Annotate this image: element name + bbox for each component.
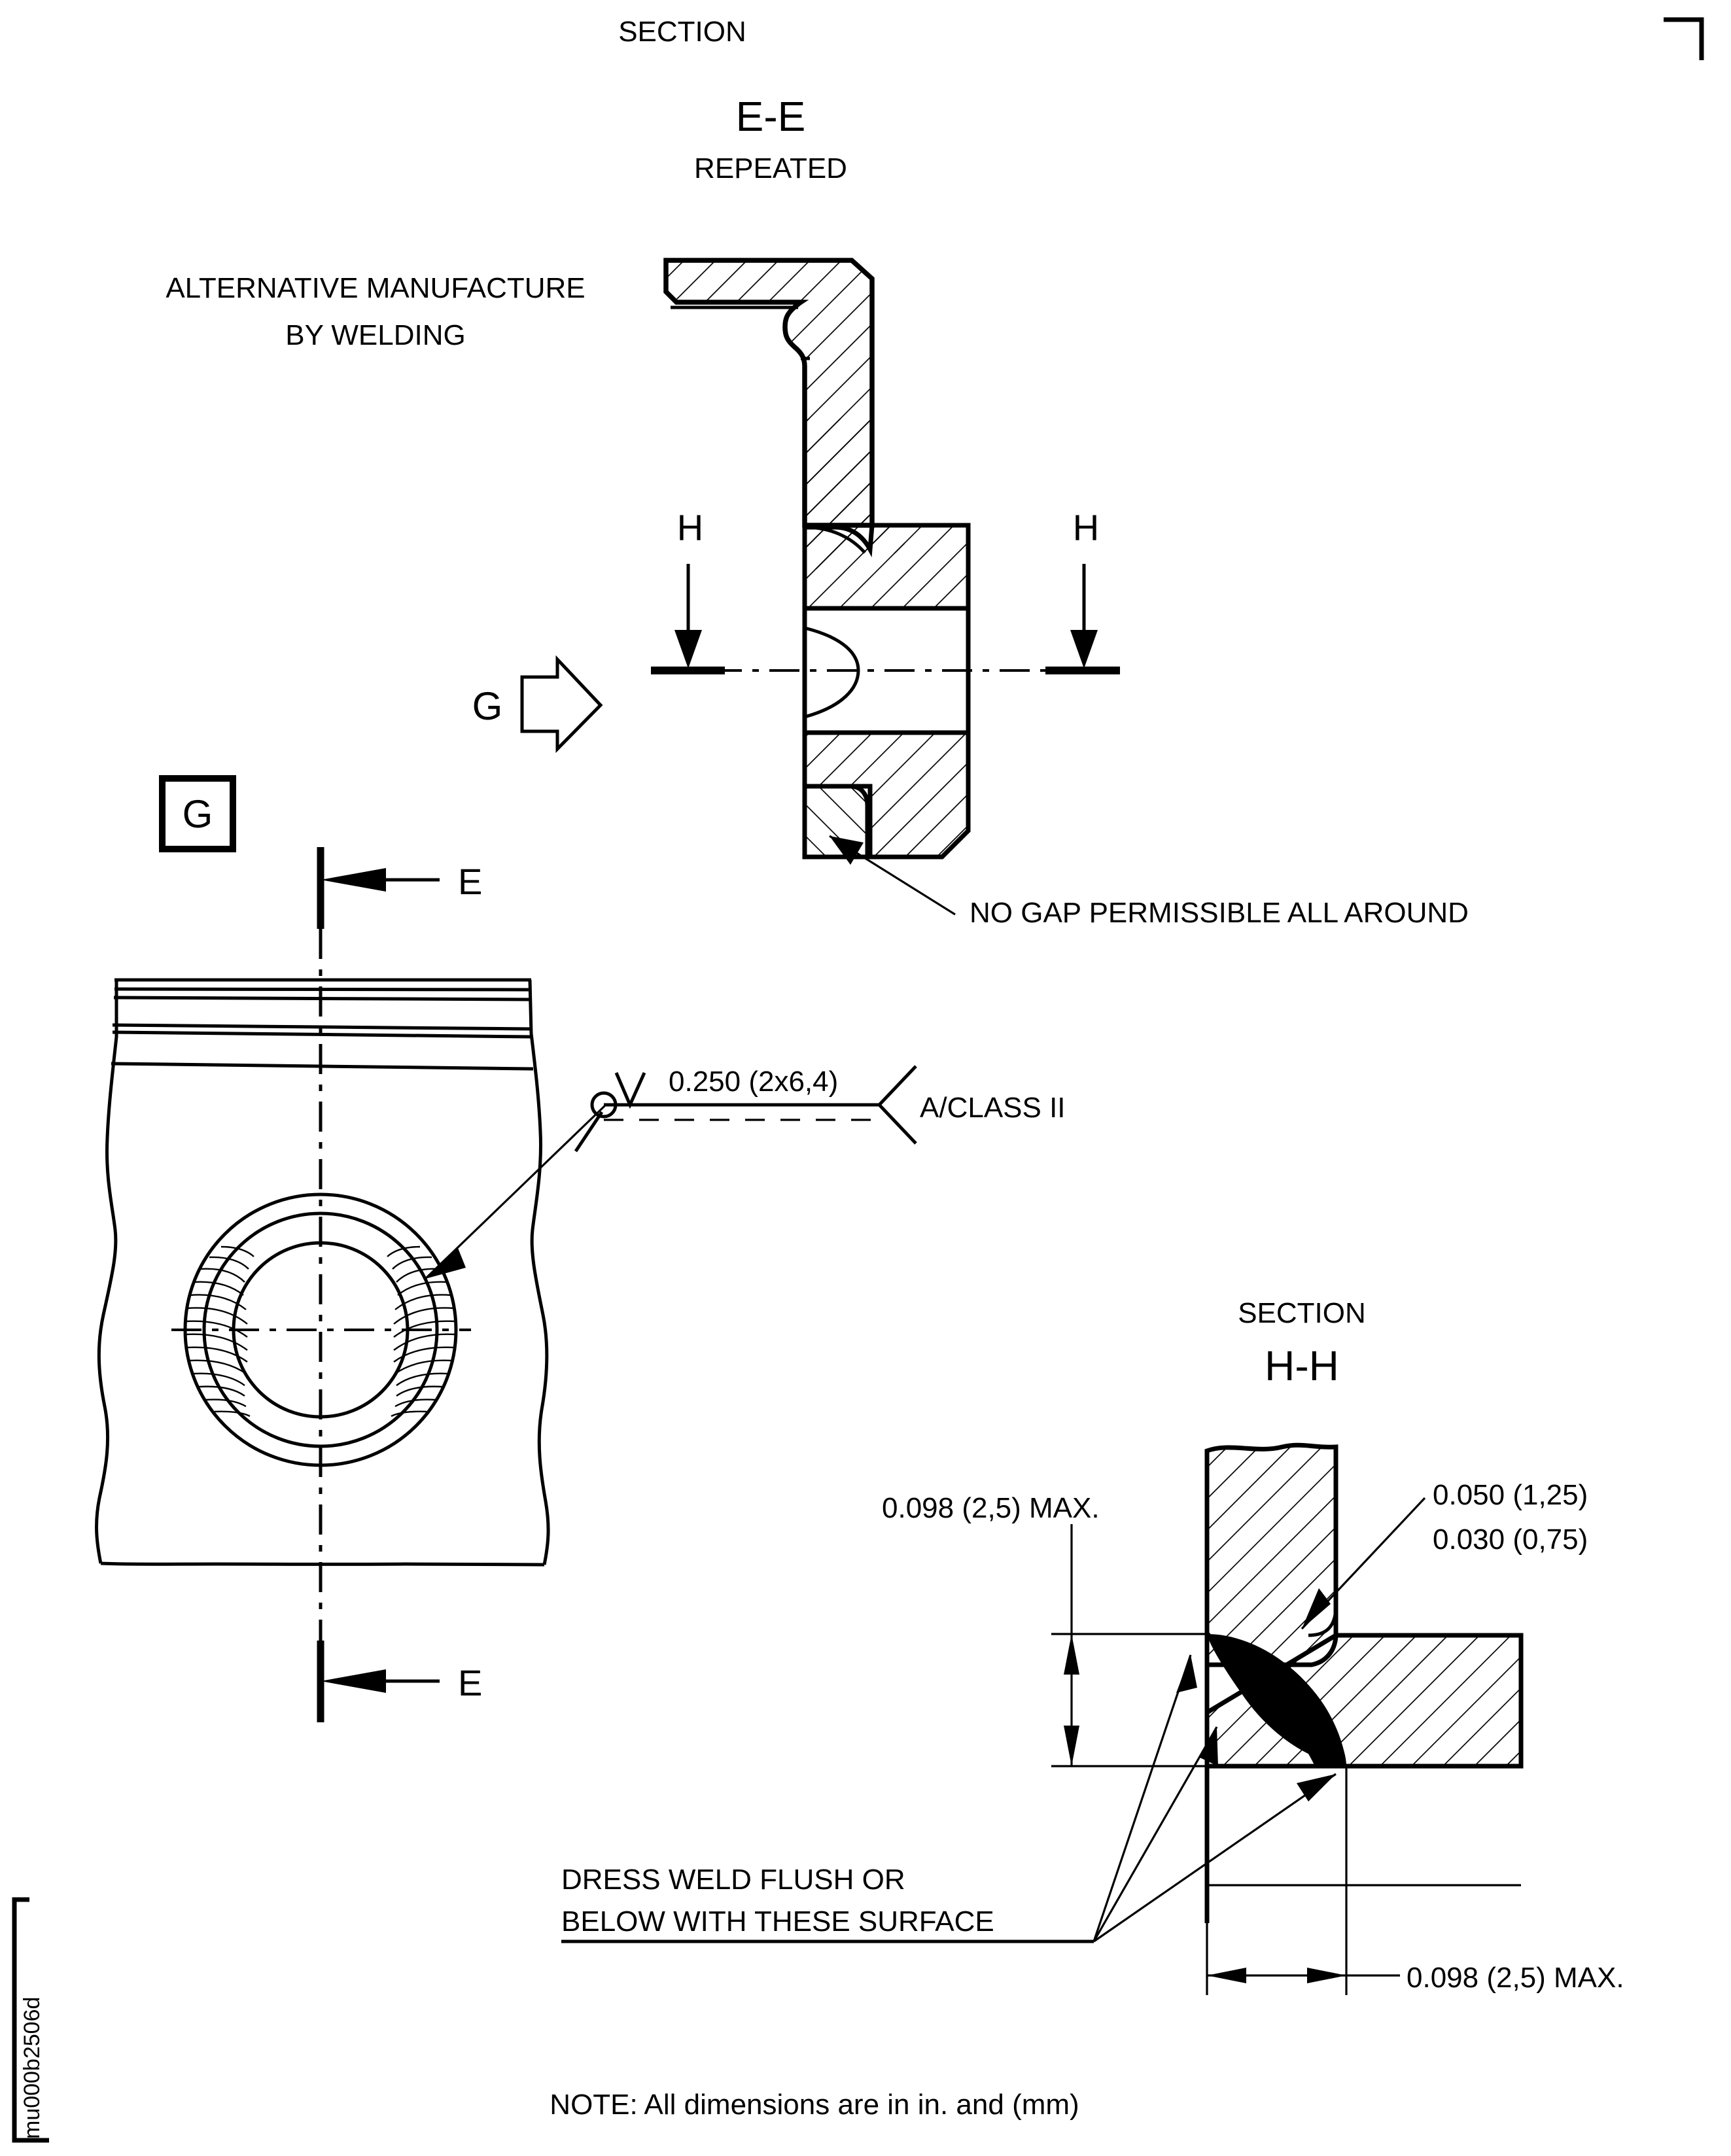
weld-symbol-size-text: 0.250 (2x6,4) <box>669 1066 838 1098</box>
bottom-note-text: NOTE: All dimensions are in in. and (mm) <box>550 2089 1079 2121</box>
e-bottom-arrowhead <box>321 1669 386 1693</box>
section-hh-geometry: 0.098 (2,5) MAX. 0.098 (2,5) MAX. 0.050 … <box>561 1442 1624 1995</box>
no-gap-callout-text: NO GAP PERMISSIBLE ALL AROUND <box>970 897 1469 929</box>
weld-symbol-callout: 0.250 (2x6,4) A/CLASS II <box>424 1065 1066 1280</box>
alternative-manufacture-note: ALTERNATIVE MANUFACTURE BY WELDING <box>166 272 585 351</box>
fillet-weld-symbol-icon <box>614 1071 646 1109</box>
section-hh-title-line2: H-H <box>1265 1342 1339 1389</box>
h-arrow-left-head <box>674 630 702 669</box>
piston-ring-groove-1b <box>113 996 532 1001</box>
dress-weld-leader-3-arrowhead <box>1297 1774 1336 1801</box>
dress-weld-leader-1 <box>1093 1654 1192 1942</box>
hh-vertical-member <box>1204 1442 1338 1667</box>
no-gap-leader-arrowhead <box>830 836 864 865</box>
e-bottom-arrow-letter: E <box>458 1662 482 1703</box>
section-ee-title-line3: REPEATED <box>694 152 847 184</box>
dress-weld-leader-3 <box>1093 1773 1337 1943</box>
hh-horizontal-dim-text: 0.098 (2,5) MAX. <box>1407 1962 1624 1994</box>
piston-ring-groove-1a <box>114 987 532 992</box>
hh-vertical-dimension: 0.098 (2,5) MAX. <box>882 1492 1100 1766</box>
no-gap-callout: NO GAP PERMISSIBLE ALL AROUND <box>829 835 1469 929</box>
alt-note-line2: BY WELDING <box>285 319 465 351</box>
section-hh-title-line1: SECTION <box>1238 1297 1366 1329</box>
dress-weld-note-line2: BELOW WITH THESE SURFACE <box>561 1905 994 1938</box>
hh-tolerance-leader-arrowhead <box>1302 1588 1331 1629</box>
dress-weld-note-line1: DRESS WELD FLUSH OR <box>561 1864 905 1896</box>
hh-vert-dim-arrow-up <box>1064 1634 1079 1675</box>
hh-tolerance-upper-text: 0.050 (1,25) <box>1433 1479 1588 1511</box>
piston-ring-groove-2b <box>112 1030 533 1039</box>
section-arrow-e-top: E <box>317 847 482 929</box>
piston-ring-groove-2a <box>112 1023 533 1031</box>
boxed-view-letter-g: G <box>159 775 236 852</box>
section-hh-title: SECTION H-H <box>1238 1297 1366 1389</box>
weld-symbol-class-text: A/CLASS II <box>920 1092 1066 1124</box>
hh-tolerance-callout: 0.050 (1,25) 0.030 (0,75) <box>1301 1479 1588 1630</box>
section-ee-title-line2: E-E <box>736 93 806 140</box>
view-direction-g-arrow: G <box>472 655 603 754</box>
dress-weld-note: DRESS WELD FLUSH OR BELOW WITH THESE SUR… <box>561 1654 1337 1943</box>
ee-boss-fillet-arc <box>804 525 866 554</box>
dress-weld-leader-1-arrowhead <box>1176 1655 1197 1693</box>
alt-note-line1: ALTERNATIVE MANUFACTURE <box>166 272 585 304</box>
ee-weld-insert-lower <box>802 784 870 860</box>
ee-boss-upper-block <box>802 523 971 611</box>
pin-boss-weld-hatch-right <box>387 1245 456 1417</box>
dress-weld-leader-2 <box>1093 1726 1218 1942</box>
dress-weld-leader-2-arrowhead <box>1198 1727 1218 1766</box>
pin-boss-middle-circle <box>202 1211 439 1448</box>
piston-elevation-view <box>95 978 550 1567</box>
drawing-id-label: mu000b2506d <box>20 1997 44 2139</box>
corner-mark-top-right <box>1664 17 1704 60</box>
hh-weld-bead-lens <box>1207 1634 1346 1766</box>
corner-mark-bottom-left <box>12 1897 49 2143</box>
weld-leader-tick <box>574 1111 604 1153</box>
weld-tail-upper <box>878 1065 917 1106</box>
hh-tolerance-lower-text: 0.030 (0,75) <box>1433 1523 1588 1556</box>
pin-boss-weld-hatch-left <box>185 1245 254 1417</box>
view-direction-letter-g: G <box>472 684 503 728</box>
section-ee-title-line1: SECTION <box>618 16 746 48</box>
weld-symbol-leader-line <box>424 1104 606 1280</box>
section-ee-title: SECTION E-E REPEATED <box>618 16 847 184</box>
ee-vertical-leg-fill <box>805 419 872 525</box>
h-arrow-letter-right: H <box>1073 507 1099 548</box>
piston-right-broken-edge <box>528 979 550 1565</box>
piston-bottom-break-edge <box>100 1561 545 1567</box>
hh-vert-dim-arrow-down <box>1064 1726 1079 1766</box>
hh-inner-fillet-arc <box>1308 1605 1338 1637</box>
weld-tail-lower <box>878 1104 917 1145</box>
hh-vertical-dim-text: 0.098 (2,5) MAX. <box>882 1492 1100 1524</box>
h-arrow-right-head <box>1070 630 1098 669</box>
e-top-arrow-letter: E <box>458 861 482 902</box>
hh-horiz-dim-arrow-left <box>1207 1968 1246 1983</box>
section-ee-geometry <box>654 258 1099 860</box>
section-arrow-e-bottom: E <box>317 1641 482 1722</box>
hh-horizontal-dimension: 0.098 (2,5) MAX. <box>1206 1923 1624 1995</box>
piston-ring-groove-3 <box>111 1062 534 1071</box>
g-letter-box-frame <box>159 775 236 852</box>
weld-symbol-leader-arrowhead <box>425 1248 466 1279</box>
section-arrow-h-right: H <box>1045 507 1120 674</box>
h-arrow-letter-left: H <box>677 507 703 548</box>
section-arrow-h-left: H <box>651 507 725 674</box>
g-letter-boxed-text: G <box>183 792 213 836</box>
ee-bore-curved-profile <box>804 626 860 719</box>
hh-horiz-dim-arrow-right <box>1307 1968 1346 1983</box>
piston-left-broken-edge <box>95 980 118 1564</box>
g-direction-arrow-icon <box>520 655 603 754</box>
e-top-arrowhead <box>321 868 386 892</box>
